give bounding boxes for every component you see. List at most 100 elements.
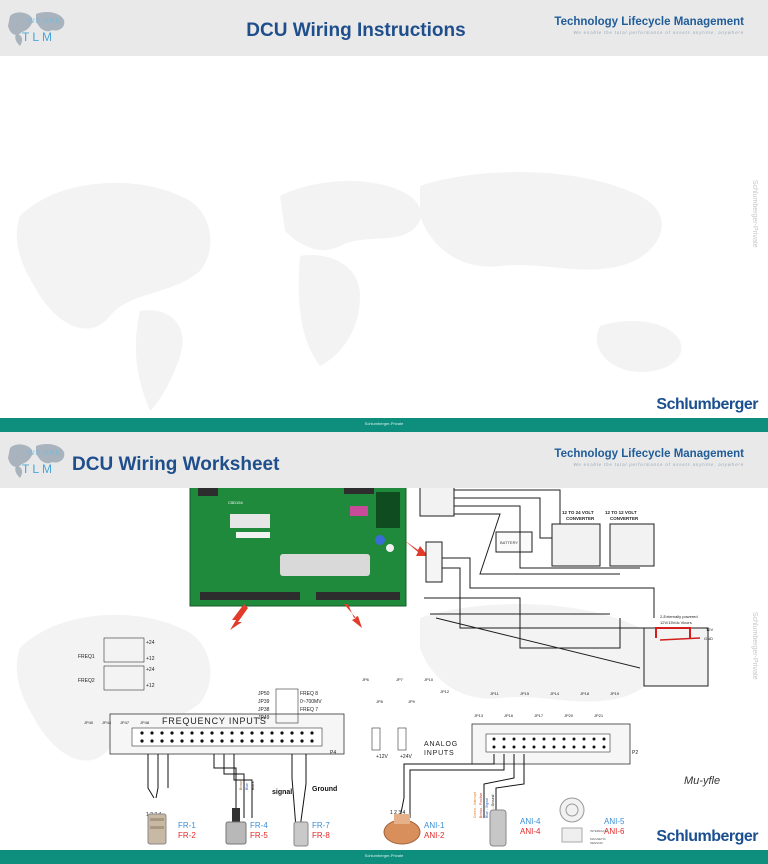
arrow-icons bbox=[230, 540, 428, 630]
jp13-label: JP13 bbox=[474, 713, 484, 718]
ext-gnd-label: GND bbox=[704, 636, 713, 641]
slide-footer: Schlumberger-Private bbox=[0, 418, 768, 432]
power-lead-red-2 bbox=[659, 637, 701, 641]
globe-icon bbox=[8, 444, 65, 478]
jp21-label: JP21 bbox=[594, 713, 604, 718]
slide-header bbox=[0, 432, 768, 488]
brand-name: Technology Lifecycle Management bbox=[554, 16, 744, 28]
jp-small-2: JP44 bbox=[102, 720, 112, 725]
label-ani4b: ANI-4 bbox=[520, 827, 541, 836]
power-12v-block bbox=[371, 727, 381, 751]
jp19-label: JP19 bbox=[610, 691, 620, 696]
freq1-plus12: +12 bbox=[146, 656, 155, 662]
label-fr8: FR-8 bbox=[312, 831, 330, 840]
ext-power-label-a: 2-Externally powered bbox=[660, 614, 698, 619]
jp17-label: JP17 bbox=[534, 713, 544, 718]
label-fr2: FR-2 bbox=[178, 831, 196, 840]
label-fr4: FR-4 bbox=[250, 821, 268, 830]
signature: Mu-yfle bbox=[684, 775, 720, 787]
power-lead-red bbox=[655, 627, 691, 638]
company-logo: Schlumberger bbox=[656, 828, 758, 845]
freq-inputs-label: FREQUENCY INPUTS bbox=[162, 716, 267, 726]
ext-12v-label: 12V bbox=[706, 627, 713, 632]
freq2-plus12: +12 bbox=[146, 683, 155, 689]
power-24v-label: +24V bbox=[400, 754, 412, 760]
logo-tagline: WE ARE bbox=[28, 18, 62, 25]
jp-small-4: JP48 bbox=[140, 720, 150, 725]
label-ani2: ANI-2 bbox=[424, 831, 445, 840]
slide-instructions: WE ARE TLM DCU Wiring Instructions Techn… bbox=[0, 0, 768, 432]
sensor-fr45 bbox=[225, 808, 247, 845]
tlm-logo: WE ARE TLM bbox=[6, 440, 68, 480]
p2-label: P2 bbox=[632, 750, 638, 756]
page-title: DCU Wiring Worksheet bbox=[72, 454, 280, 475]
power-wiring bbox=[419, 488, 709, 687]
footer-label: Schlumberger-Private bbox=[364, 421, 404, 426]
jp39-label: JP39 bbox=[258, 699, 270, 705]
pins-right-label: 1 2 3 4 bbox=[390, 810, 406, 816]
freq1-label: FREQ1 bbox=[78, 654, 95, 660]
brand-name: Technology Lifecycle Management bbox=[554, 448, 744, 460]
freq-jumper-block bbox=[275, 688, 299, 724]
logo-mark: TLM bbox=[22, 30, 55, 44]
page-title: DCU Wiring Instructions bbox=[246, 20, 466, 41]
wire-blue-2: Blue - Signal bbox=[485, 798, 489, 818]
jp11-label: JP11 bbox=[490, 691, 500, 696]
jp15-label: JP15 bbox=[520, 691, 530, 696]
label-fr5: FR-5 bbox=[250, 831, 268, 840]
wire-orange-2: Green - Interrupt bbox=[473, 792, 477, 818]
jp49-label: JP49 bbox=[258, 715, 270, 721]
dcu-board: C5D194 bbox=[189, 488, 407, 607]
board-label: C5D194 bbox=[228, 500, 243, 505]
converter-2-label-b: CONVERTER bbox=[610, 516, 639, 521]
battery-label: BATTERY bbox=[500, 540, 518, 545]
power-12v-label: +12V bbox=[376, 754, 388, 760]
label-ani6: ANI-6 bbox=[604, 827, 625, 836]
magnetic-label: MAGNETIC bbox=[590, 837, 607, 841]
label-ani1: ANI-1 bbox=[424, 821, 445, 830]
freq2-plus24: +24 bbox=[146, 667, 155, 673]
wire-brown-2: Brown - Positive bbox=[479, 793, 483, 818]
wiring-diagram: C5D194 BATTERY 12 T bbox=[78, 488, 720, 847]
wire-black-1: Black bbox=[251, 781, 255, 790]
jp10-label: JP10 bbox=[424, 677, 434, 682]
logo-tagline: WE ARE bbox=[28, 450, 62, 457]
analog-label-b: INPUTS bbox=[424, 750, 454, 757]
ground-label: Ground bbox=[312, 786, 337, 793]
world-map-watermark bbox=[16, 172, 682, 411]
jp16-label: JP16 bbox=[504, 713, 514, 718]
sensor-label: SENSOR bbox=[590, 841, 604, 845]
signal-label: signal bbox=[272, 789, 292, 796]
side-watermark: Schlumberger-Private bbox=[751, 180, 758, 248]
jp9-label: JP9 bbox=[408, 699, 416, 704]
jp12-label: JP12 bbox=[440, 689, 450, 694]
slide-header bbox=[0, 0, 768, 56]
converter-1-label-a: 12 TO 24 VOLT bbox=[562, 510, 594, 515]
power-24v-block bbox=[397, 727, 407, 751]
wire-black-2: Black - Ground bbox=[491, 795, 495, 818]
jp8-label: JP8 bbox=[376, 699, 384, 704]
sensor-ani56 bbox=[559, 797, 585, 843]
sensor-ani4 bbox=[489, 809, 507, 847]
jp50-label: JP50 bbox=[258, 691, 270, 697]
freq-jumper-pins bbox=[103, 637, 145, 691]
analog-label-a: ANALOG bbox=[424, 741, 458, 748]
interface-label: INTERFACE bbox=[590, 829, 607, 833]
jp-small-3: JP47 bbox=[120, 720, 130, 725]
footer-label: Schlumberger-Private bbox=[364, 853, 404, 858]
freq2-label: FREQ2 bbox=[78, 678, 95, 684]
freq8-label: FREQ 8 bbox=[300, 691, 318, 697]
sensor-ani12 bbox=[383, 814, 421, 845]
jp14-label: JP14 bbox=[550, 691, 560, 696]
jp-small-1: JP40 bbox=[84, 720, 94, 725]
freq7-label: FREQ 7 bbox=[300, 707, 318, 713]
jp38-label: JP38 bbox=[258, 707, 270, 713]
slide-footer: Schlumberger-Private bbox=[0, 850, 768, 864]
sensor-fr78 bbox=[293, 821, 309, 847]
jp18-label: JP18 bbox=[580, 691, 590, 696]
label-ani5: ANI-5 bbox=[604, 817, 625, 826]
brand-tagline: We enable the total performance of asset… bbox=[573, 30, 744, 35]
label-fr1: FR-1 bbox=[178, 821, 196, 830]
brand-tagline: We enable the total performance of asset… bbox=[573, 462, 744, 467]
label-ani4a: ANI-4 bbox=[520, 817, 541, 826]
